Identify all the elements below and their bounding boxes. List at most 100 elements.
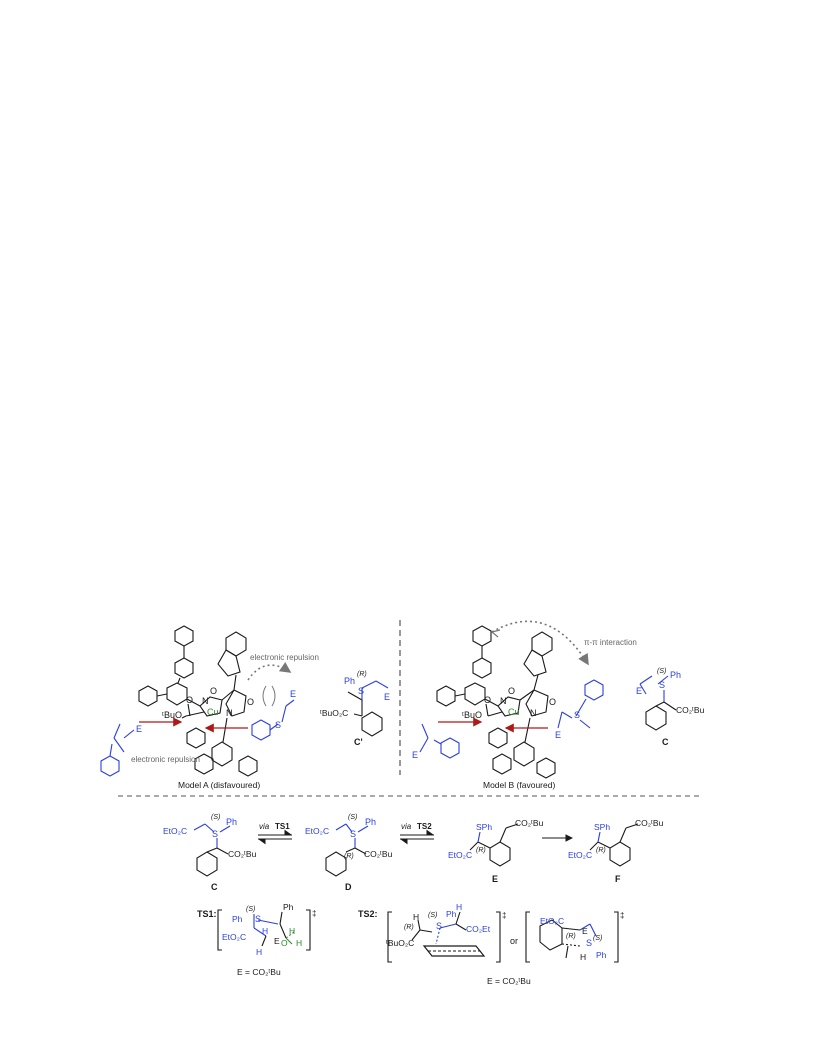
ts2-h1: H xyxy=(413,912,419,922)
model-a-caption: Model A (disfavoured) xyxy=(178,780,260,790)
model-b-tbuo: ᵗBuO xyxy=(462,710,482,720)
ts1-e: E xyxy=(274,936,280,946)
c-top-e: E xyxy=(636,686,642,696)
model-a-o2: O xyxy=(247,697,254,707)
ts2-s2-label: (S) xyxy=(593,935,602,942)
c-top-ester: CO₂ᵗBu xyxy=(676,705,705,715)
model-b-n1: N xyxy=(500,696,507,706)
model-b-caption: Model B (favoured) xyxy=(483,780,555,790)
scheme-d: EtO₂C S Ph (S) (R) CO₂ᵗBu D xyxy=(305,814,393,892)
ts2-r-label: (R) xyxy=(404,924,414,931)
ts2-title: TS2: xyxy=(358,909,378,919)
ts2-footnote: E = CO₂ᵗBu xyxy=(487,976,531,986)
model-b-o2: O xyxy=(549,697,556,707)
ts2-equilibrium: via TS2 xyxy=(400,822,434,845)
scheme-f-sph: SPh xyxy=(594,822,610,832)
ts2-h2: H xyxy=(456,902,462,912)
ts2-or: or xyxy=(510,936,518,946)
model-a-repulsion-bottom: electronic repulsion xyxy=(131,755,200,764)
ts1-h3: H xyxy=(296,938,302,948)
ts1-h1: H xyxy=(262,926,268,936)
model-a-e1: E xyxy=(136,724,142,734)
ts2-label: TS2 xyxy=(417,822,432,831)
scheme-d-ph: Ph xyxy=(365,817,376,827)
ts2-etoc: EtO₂C xyxy=(540,916,564,926)
scheme-d-etoc: EtO₂C xyxy=(305,826,329,836)
scheme-e-sph: SPh xyxy=(476,822,492,832)
ts2-ph2: Ph xyxy=(596,950,607,960)
model-a-o3: O xyxy=(186,695,193,705)
ts1-title: TS1: xyxy=(197,909,217,919)
scheme-d-s: S xyxy=(350,829,356,839)
c-top-structure: (S) Ph E S CO₂ᵗBu C xyxy=(636,668,705,747)
model-a-n1: N xyxy=(202,696,209,706)
c-top-s-label: (S) xyxy=(657,668,666,675)
scheme-f-ester: CO₂ᵗBu xyxy=(635,818,664,828)
scheme-c-etoc: EtO₂C xyxy=(163,826,187,836)
model-a-e2: E xyxy=(290,689,296,699)
scheme-c-s-label: (S) xyxy=(211,814,220,821)
ts1-o: O xyxy=(281,938,288,948)
scheme-e: SPh EtO₂C (R) CO₂ᵗBu E xyxy=(448,818,544,884)
scheme-f: SPh EtO₂C (R) CO₂ᵗBu F xyxy=(568,818,664,884)
model-b-e2: E xyxy=(555,730,561,740)
c-prime-ph: Ph xyxy=(344,676,355,686)
ts1-dagger: ‡ xyxy=(312,909,316,918)
ts1-etoc: EtO₂C xyxy=(222,932,246,942)
model-a-o1: O xyxy=(210,686,217,696)
ts1-s: S xyxy=(255,914,261,924)
model-a-n2: N xyxy=(226,708,233,718)
c-prime-r: (R) xyxy=(357,671,367,678)
model-b: ᵗBuO Cu N N O O O S E E π-π interaction … xyxy=(412,620,637,790)
model-a-s: S xyxy=(275,720,281,730)
scheme-c: EtO₂C S Ph (S) CO₂ᵗBu C xyxy=(163,814,257,892)
scheme-e-label: E xyxy=(492,874,498,884)
scheme-c-ester: CO₂ᵗBu xyxy=(228,849,257,859)
scheme-e-ester: CO₂ᵗBu xyxy=(515,818,544,828)
model-a-repulsion-top: electronic repulsion xyxy=(250,653,319,662)
model-b-pi-pi: π-π interaction xyxy=(584,638,637,647)
scheme-d-ester: CO₂ᵗBu xyxy=(364,849,393,859)
ts2-structure: TS2: ‡ H H (R) (S) S Ph CO₂Et ᵗBuO₂C or … xyxy=(358,902,624,986)
ts2-co2et: CO₂Et xyxy=(466,924,491,934)
ts2-dagger2: ‡ xyxy=(620,911,624,920)
ts2-r2: (R) xyxy=(566,933,576,940)
ts1-structure: TS1: ‡ (S) Ph S Ph EtO₂C H H H E O H E =… xyxy=(197,902,316,977)
model-b-s: S xyxy=(574,710,580,720)
scheme-c-label: C xyxy=(211,882,218,892)
model-a: ᵗBuO Cu N N O O O S E E electronic repul… xyxy=(100,625,319,790)
ts1-label: TS1 xyxy=(275,822,290,831)
scheme-e-etoc: EtO₂C xyxy=(448,850,472,860)
ts2-s: S xyxy=(436,921,442,931)
ts2-e: E xyxy=(582,926,588,936)
ts2-s-label: (S) xyxy=(428,912,437,919)
scheme-f-r-label: (R) xyxy=(596,847,606,854)
ts1-ph1: Ph xyxy=(232,914,243,924)
ts1-via: via xyxy=(259,822,270,831)
ts1-h2: H xyxy=(289,926,295,936)
ts1-equilibrium: via TS1 xyxy=(258,822,292,845)
scheme-d-r-label: (R) xyxy=(344,853,354,860)
c-prime-structure: Ph (R) S E ᵗBuO₂C C' xyxy=(320,671,390,747)
c-prime-ester: ᵗBuO₂C xyxy=(320,708,348,718)
model-a-cu: Cu xyxy=(207,707,219,717)
c-top-s: S xyxy=(659,680,665,690)
model-b-o3: O xyxy=(484,695,491,705)
ts2-tbuoc: ᵗBuO₂C xyxy=(386,938,414,948)
scheme-c-s: S xyxy=(212,829,218,839)
ts2-s2: S xyxy=(586,938,592,948)
c-prime-e: E xyxy=(384,692,390,702)
ts2-h3: H xyxy=(580,952,586,962)
ts2-dagger1: ‡ xyxy=(502,911,506,920)
ts1-h-bottom: H xyxy=(256,947,262,957)
model-b-o1: O xyxy=(508,686,515,696)
c-top-label: C xyxy=(662,737,669,747)
scheme-c-ph: Ph xyxy=(226,817,237,827)
model-a-tbuo: ᵗBuO xyxy=(162,710,182,720)
ts2-ph: Ph xyxy=(446,909,457,919)
ts2-via: via xyxy=(401,822,412,831)
scheme-d-label: D xyxy=(345,882,352,892)
model-b-n2: N xyxy=(530,708,537,718)
c-top-ph: Ph xyxy=(670,670,681,680)
